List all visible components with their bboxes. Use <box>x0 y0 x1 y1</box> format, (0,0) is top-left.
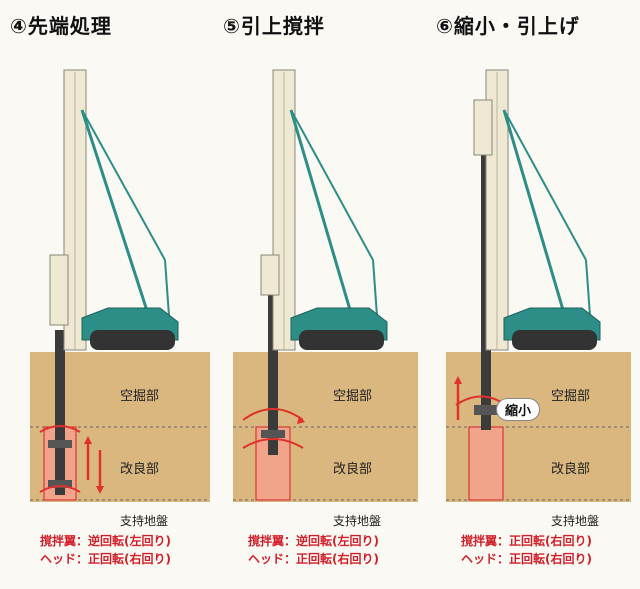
panel-step4: ④先端処理 空掘部 改良部 支持地盤 撹拌翼：逆回転(左回り) ヘッド：正回転(… <box>0 0 213 589</box>
rotation-arrow <box>39 425 81 433</box>
rotation-line-2: ヘッド：正回転(右回り) <box>461 552 592 566</box>
step-title: ⑥縮小・引上げ <box>436 14 580 38</box>
rotation-arrow <box>242 408 304 421</box>
boom <box>80 109 152 321</box>
crawler-track <box>90 330 175 350</box>
mixing-blade <box>48 440 72 448</box>
mixing-blade <box>474 405 498 415</box>
zone-upper-label: 空掘部 <box>120 389 160 404</box>
support-label: 支持地盤 <box>551 514 600 528</box>
motor-unit <box>49 254 69 326</box>
drill-rod <box>268 290 278 455</box>
zone-lower-label: 改良部 <box>333 462 373 477</box>
drill-head <box>48 480 72 488</box>
panel-step5: ⑤引上撹拌 空掘部 改良部 支持地盤 撹拌翼：逆回転(左回り) ヘッド：正回転(… <box>213 0 426 589</box>
improved-column <box>468 426 504 501</box>
rotation-line-1: 撹拌翼：正回転(右回り) <box>461 534 592 548</box>
boom <box>502 109 568 321</box>
zone-lower-label: 改良部 <box>120 462 160 477</box>
step-title: ⑤引上撹拌 <box>223 14 325 38</box>
step5-illustration <box>233 69 418 502</box>
boom <box>289 109 355 321</box>
motor-unit <box>473 99 493 156</box>
step6-illustration <box>446 69 631 502</box>
zone-upper-label: 空掘部 <box>551 389 591 404</box>
step-title: ④先端処理 <box>10 14 112 38</box>
mixing-blade <box>261 430 285 438</box>
support-label: 支持地盤 <box>333 514 382 528</box>
rotation-line-2: ヘッド：正回転(右回り) <box>40 552 171 566</box>
crawler-track <box>512 330 597 350</box>
shrink-badge: 縮小 <box>496 398 541 421</box>
rotation-line-1: 撹拌翼：逆回転(左回り) <box>248 534 379 548</box>
support-label: 支持地盤 <box>120 514 169 528</box>
step4-illustration <box>30 69 210 502</box>
panel-step6: ⑥縮小・引上げ 縮小 空掘部 改良部 支持地盤 撹拌翼：正回転(右回り) ヘッド… <box>426 0 639 589</box>
zone-lower-label: 改良部 <box>551 462 591 477</box>
rotation-line-1: 撹拌翼：逆回転(左回り) <box>40 534 171 548</box>
crawler-track <box>299 330 384 350</box>
drill-rod <box>55 330 65 495</box>
zone-upper-label: 空掘部 <box>333 389 373 404</box>
rotation-line-2: ヘッド：正回転(右回り) <box>248 552 379 566</box>
motor-unit <box>260 254 280 296</box>
